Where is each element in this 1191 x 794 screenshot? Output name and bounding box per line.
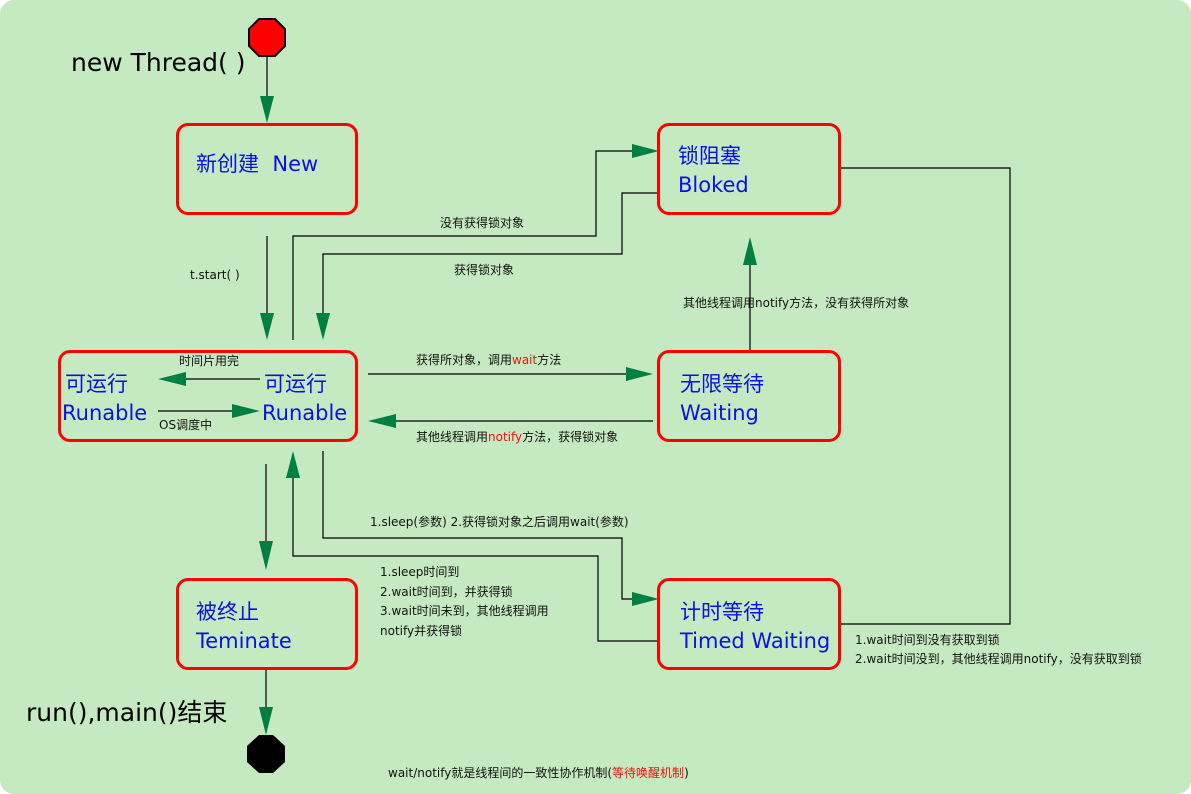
state-new-label: 新创建 New bbox=[196, 150, 318, 179]
state-terminated[interactable]: 被终止 Teminate bbox=[176, 578, 358, 670]
timed-to-blocked-label: 1.wait时间到没有获取到锁 2.wait时间没到，其他线程调用notify，… bbox=[855, 631, 1142, 669]
state-new-en: New bbox=[272, 152, 319, 176]
from-timed-line-1: 1.sleep时间到 bbox=[380, 565, 460, 579]
start-node bbox=[248, 18, 286, 57]
os-schedule-label: OS调度中 bbox=[159, 418, 213, 432]
end-node bbox=[247, 735, 285, 773]
footer-suffix: ) bbox=[684, 766, 689, 780]
from-timed-arrow-head bbox=[286, 451, 300, 478]
os-schedule-arrow-head bbox=[232, 404, 260, 418]
runnable-running-cn: 可运行 bbox=[264, 372, 327, 396]
terminate-arrow-head bbox=[259, 541, 273, 570]
timed-to-blocked-line-2: 2.wait时间没到，其他线程调用notify，没有获取到锁 bbox=[855, 652, 1142, 666]
got-lock-arrow-head bbox=[316, 313, 330, 340]
wait-label-prefix: 获得所对象，调用 bbox=[416, 353, 513, 367]
time-slice-label: 时间片用完 bbox=[179, 354, 240, 368]
state-waiting-en: Waiting bbox=[680, 401, 759, 425]
notify-no-lock-arrow-head bbox=[743, 237, 757, 265]
no-lock-arrow-head bbox=[632, 144, 659, 158]
state-new[interactable]: 新创建 New bbox=[176, 123, 358, 215]
state-waiting[interactable]: 无限等待 Waiting bbox=[657, 350, 841, 442]
state-blocked[interactable]: 锁阻塞 Bloked bbox=[657, 123, 841, 215]
end-label: run(),main()结束 bbox=[26, 698, 228, 727]
start-transition-arrow-head bbox=[260, 313, 274, 340]
from-timed-line-3: 3.wait时间未到，其他线程调用 bbox=[380, 604, 549, 618]
state-new-cn: 新创建 bbox=[196, 152, 259, 176]
state-timed-waiting[interactable]: 计时等待 Timed Waiting bbox=[657, 578, 841, 670]
from-timed-line bbox=[292, 470, 659, 642]
wait-arrow-head bbox=[626, 367, 653, 381]
footer-prefix: wait/notify就是线程间的一致性协作机制( bbox=[388, 766, 613, 780]
start-arrow-head bbox=[260, 96, 274, 123]
notify-label: 其他线程调用notify方法，获得锁对象 bbox=[416, 429, 618, 445]
wait-label-suffix: 方法 bbox=[537, 353, 562, 367]
notify-label-highlight: notify bbox=[488, 430, 523, 444]
runnable-ready-en: Runable bbox=[62, 401, 148, 425]
footer-note: wait/notify就是线程间的一致性协作机制(等待唤醒机制) bbox=[388, 765, 689, 781]
no-lock-label: 没有获得锁对象 bbox=[440, 216, 525, 230]
start-label: new Thread( ) bbox=[71, 48, 246, 77]
state-terminated-en: Teminate bbox=[196, 629, 292, 653]
to-timed-label: 1.sleep(参数) 2.获得锁对象之后调用wait(参数) bbox=[370, 515, 629, 529]
state-waiting-cn: 无限等待 bbox=[680, 372, 764, 396]
state-terminated-cn: 被终止 bbox=[196, 600, 259, 624]
time-slice-arrow-head bbox=[158, 372, 186, 386]
to-timed-line bbox=[322, 451, 640, 600]
got-lock-line bbox=[322, 192, 659, 318]
got-lock-label: 获得锁对象 bbox=[454, 263, 515, 277]
from-timed-line-4: notify并获得锁 bbox=[380, 623, 463, 638]
from-timed-line-2: 2.wait时间到，并获得锁 bbox=[380, 584, 513, 599]
start-transition-label: t.start( ) bbox=[190, 268, 240, 282]
notify-label-prefix: 其他线程调用 bbox=[416, 430, 489, 444]
state-runnable[interactable]: 可运行 Runable 可运行 Runable bbox=[58, 350, 358, 442]
no-lock-line bbox=[292, 150, 640, 340]
end-arrow-head bbox=[259, 707, 273, 735]
notify-arrow-head bbox=[368, 414, 396, 428]
runnable-running-en: Runable bbox=[262, 401, 348, 425]
footer-highlight: 等待唤醒机制 bbox=[612, 766, 685, 780]
notify-label-suffix: 方法，获得锁对象 bbox=[522, 430, 619, 444]
notify-no-lock-label: 其他线程调用notify方法，没有获得所对象 bbox=[683, 296, 910, 310]
runnable-ready-cn: 可运行 bbox=[65, 372, 128, 396]
state-blocked-en: Bloked bbox=[678, 173, 749, 197]
state-timed-waiting-en: Timed Waiting bbox=[680, 629, 831, 653]
timed-to-blocked-line bbox=[840, 167, 1011, 625]
to-timed-arrow-head bbox=[632, 592, 659, 606]
wait-label: 获得所对象，调用wait方法 bbox=[416, 352, 561, 368]
state-timed-waiting-cn: 计时等待 bbox=[680, 600, 764, 624]
timed-to-blocked-line-1: 1.wait时间到没有获取到锁 bbox=[855, 633, 1000, 647]
from-timed-label: 1.sleep时间到 2.wait时间到，并获得锁 3.wait时间未到，其他线… bbox=[380, 563, 549, 641]
wait-label-highlight: wait bbox=[512, 353, 538, 367]
state-blocked-cn: 锁阻塞 bbox=[678, 144, 741, 168]
